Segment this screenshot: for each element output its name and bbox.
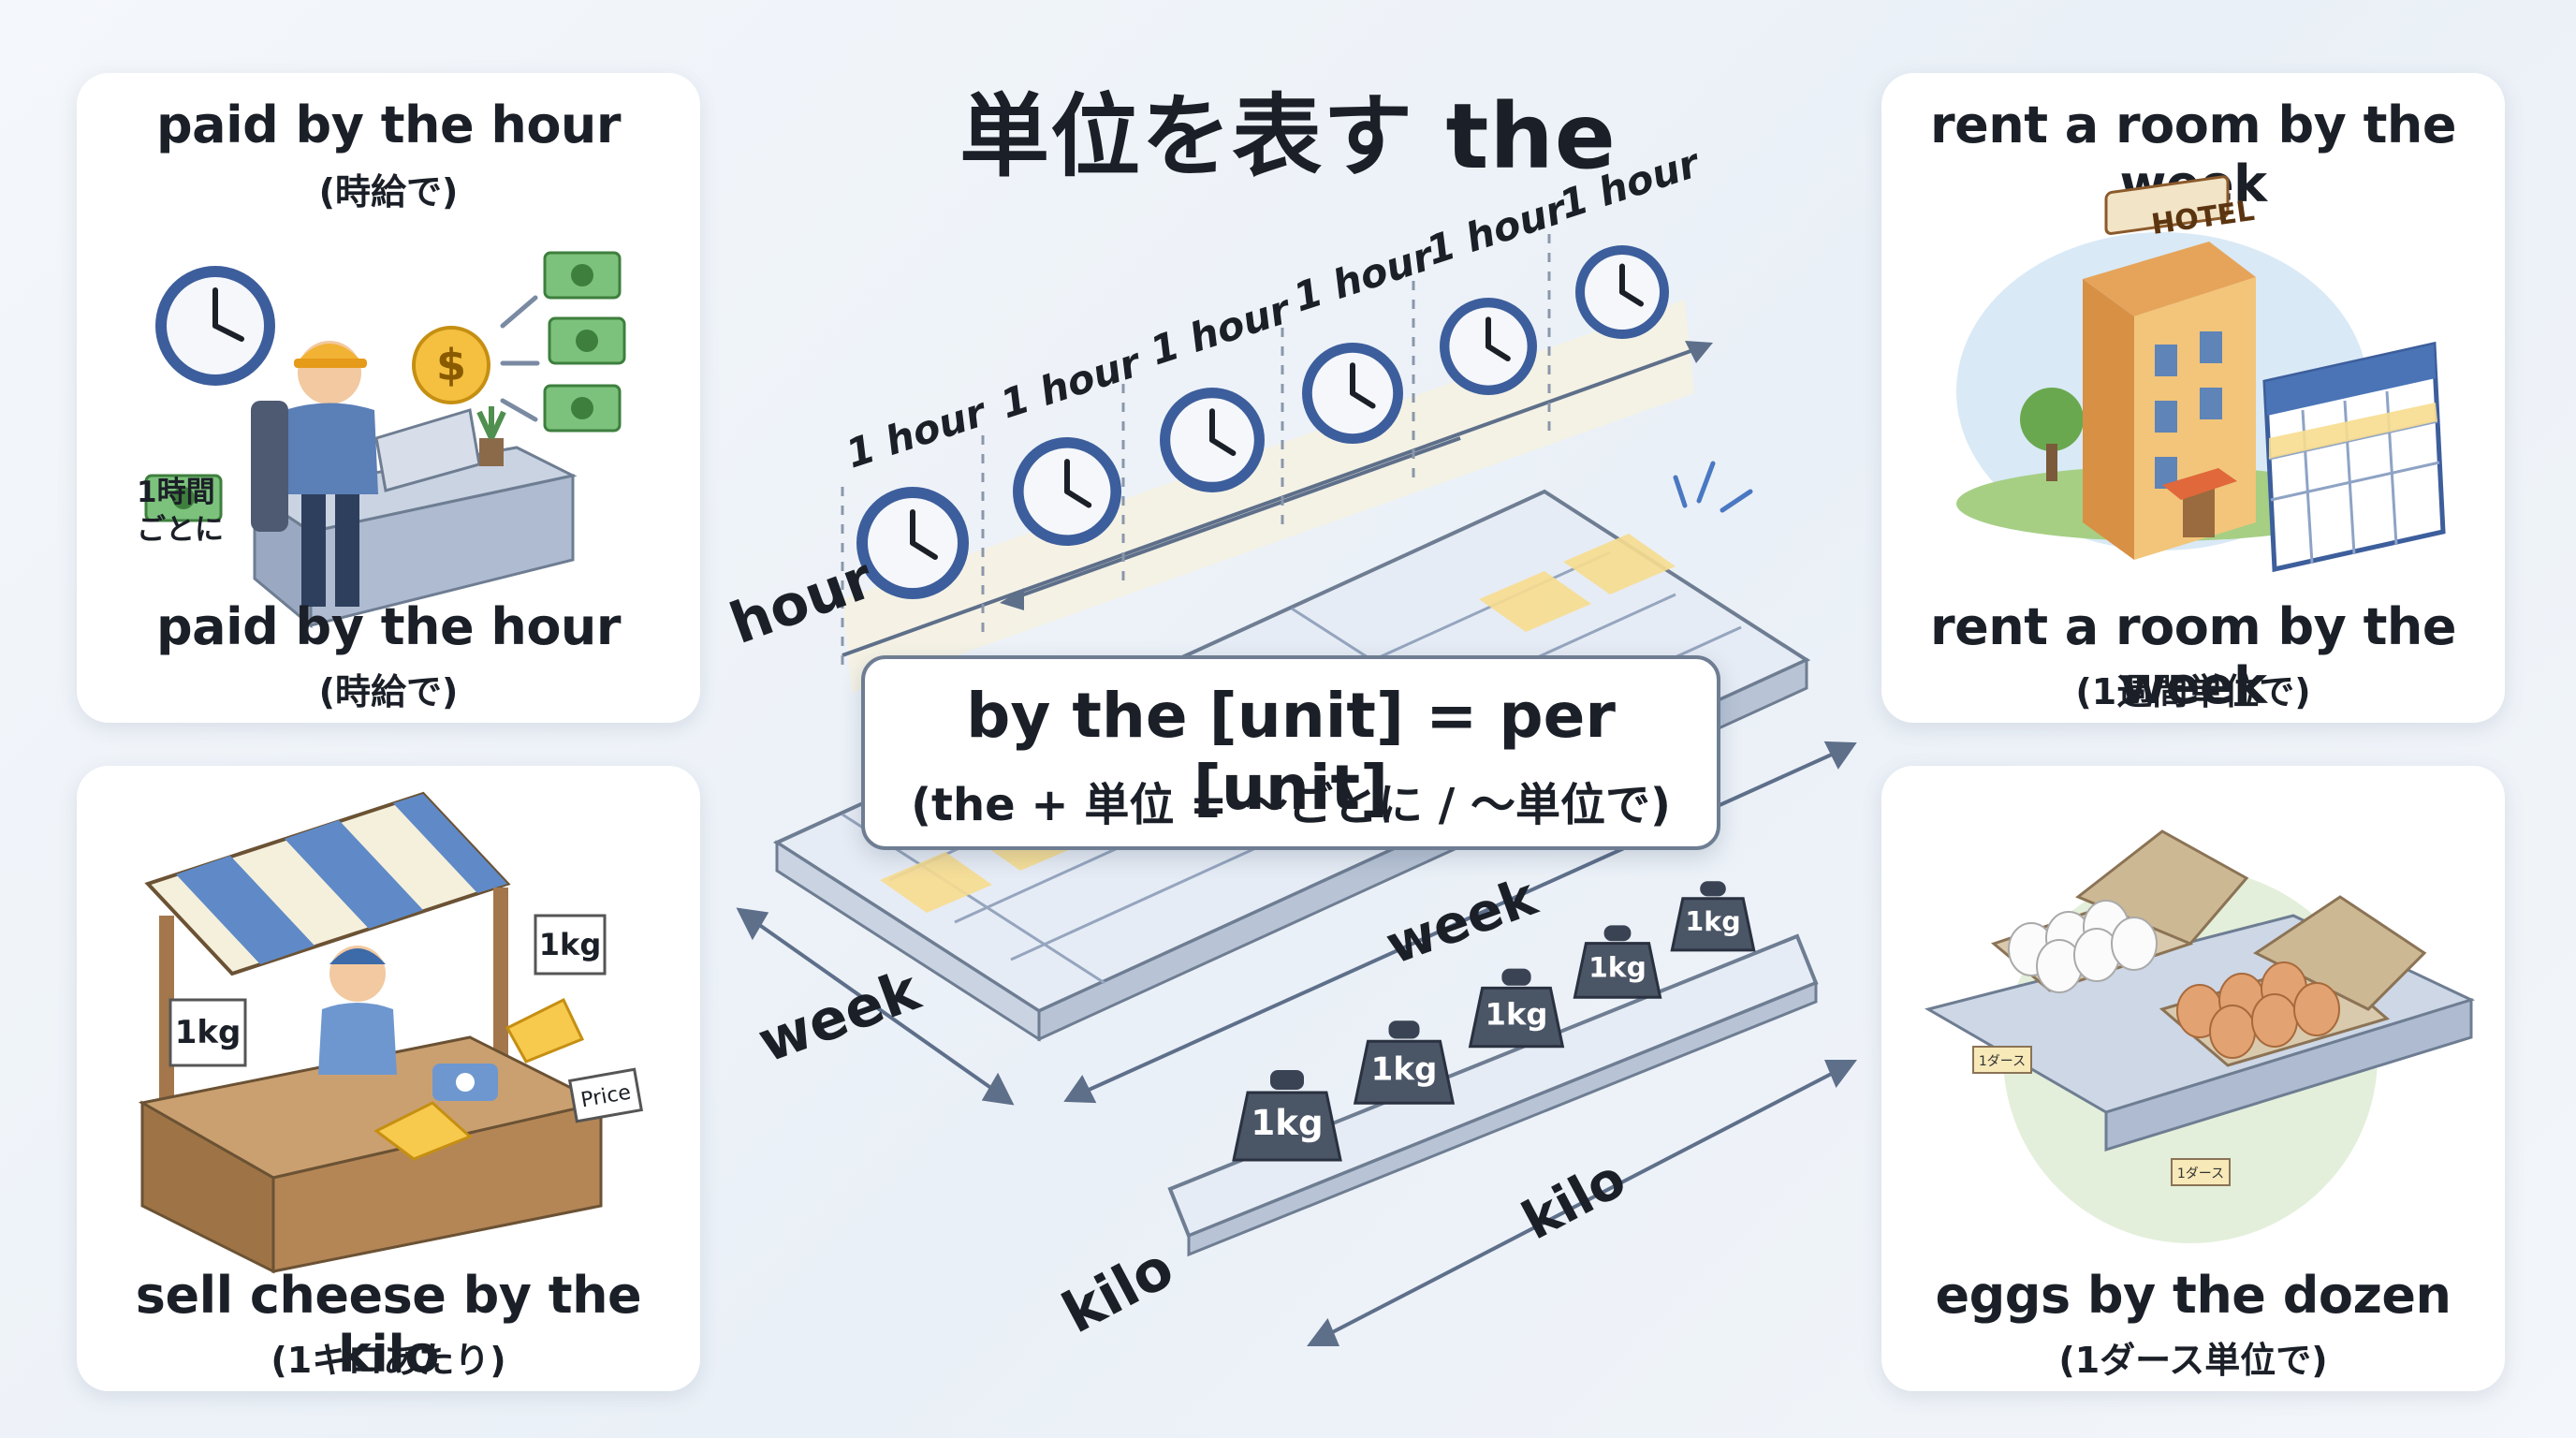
clock-4 (1302, 343, 1403, 444)
clock-5 (1440, 298, 1537, 395)
clock-icon (155, 266, 275, 386)
formula-sub: (the + 単位 = 〜ごとに / 〜単位で) (911, 779, 1671, 831)
kg-sign (168, 998, 247, 1067)
timeline-arrowhead (1685, 341, 1713, 363)
scale-icon (432, 1064, 498, 1101)
shelf-tag-2-text: 1ダース (2177, 1167, 2224, 1181)
weight-3: 1kg (1468, 968, 1565, 1049)
kilo-axis-label-left: kilo (1052, 1235, 1184, 1346)
clock-6 (1575, 245, 1669, 339)
hour-unit-label-1: 1 hour (841, 389, 993, 477)
shelf-tag-2 (2171, 1158, 2231, 1186)
weight-platform (1167, 933, 1819, 1257)
card-hour-bottom-subtitle: (時給で) (318, 671, 459, 712)
weight-label-3: 1kg (1486, 996, 1548, 1032)
formula-box: by the [unit] = per [unit] (the + 単位 = 〜… (861, 655, 1720, 850)
card-paid-by-hour: paid by the hour (時給で) $ (77, 73, 700, 723)
kg-sign-2-text: 1kg (539, 927, 601, 962)
card-eggs-by-dozen: 1ダース 1ダース eggs by the dozen (1ダース単位で) (1881, 766, 2505, 1391)
card-week-top-title: rent a room by the week (1930, 95, 2456, 213)
card-dozen-bottom-subtitle: (1ダース単位で) (2058, 1340, 2328, 1381)
weight-label-2: 1kg (1371, 1051, 1438, 1089)
dollar-coin-icon: $ (412, 326, 490, 404)
hotel-illustration: HOTEL (1956, 175, 2446, 573)
card-kilo-bottom-subtitle: (1キロあたり) (271, 1340, 506, 1381)
clock-2 (1013, 437, 1121, 546)
egg-carton-brown (2159, 895, 2427, 1067)
side-note-line1: 1時間 (137, 476, 215, 509)
card-hour-top-subtitle: (時給で) (318, 171, 459, 213)
clock-series (856, 245, 1669, 599)
card-hour-top-title: paid by the hour (155, 95, 622, 154)
calendar-icon (2262, 341, 2446, 573)
timeline-arrow (842, 345, 1705, 657)
egg-carton-white (1990, 829, 2249, 993)
worker-illustration: $ (144, 251, 626, 629)
card-week-bottom-subtitle: (1週間単位で) (2075, 671, 2311, 712)
hour-unit-label-4: 1 hour (1288, 232, 1441, 321)
timeline-band (842, 300, 1694, 693)
card-kilo-bottom-title: sell cheese by the kilo (135, 1266, 642, 1384)
market-stall-illustration: 1kg 1kg Price (138, 791, 644, 1274)
weight-4: 1kg (1573, 925, 1662, 999)
hotel-icon (2083, 175, 2256, 560)
svg-text:$: $ (436, 340, 466, 390)
eggs-illustration: 1ダース 1ダース (1925, 829, 2476, 1243)
card-sell-by-kilo: 1kg 1kg Price sell cheese by the kilo (1… (77, 766, 700, 1391)
main-title: 単位を表す the (959, 84, 1617, 189)
cheese-icon (373, 997, 585, 1161)
price-sign (567, 1067, 644, 1123)
clock-1 (856, 487, 969, 599)
weight-label-5: 1kg (1685, 906, 1740, 937)
weight-1: 1kg (1232, 1070, 1342, 1162)
shelf-tag-1-text: 1ダース (1979, 1054, 2026, 1069)
week-axis-label-right: week (1379, 866, 1546, 976)
hour-unit-label-3: 1 hour (1145, 286, 1297, 374)
hour-unit-label-5: 1 hour (1421, 185, 1573, 274)
clock-3 (1160, 388, 1265, 492)
side-note-line2: ごとに (137, 513, 224, 547)
shelf-tag-1 (1972, 1046, 2032, 1074)
awning-icon (144, 791, 511, 976)
formula-main: by the [unit] = per [unit] (966, 680, 1616, 824)
card-week-bottom-title: rent a room by the week (1930, 597, 2456, 715)
hour-dividers (841, 234, 1551, 674)
hour-axis-label: hour (722, 546, 882, 657)
kg-sign-2 (534, 914, 607, 976)
kilo-axis-label-right: kilo (1513, 1148, 1635, 1252)
hour-unit-label-2: 1 hour (995, 339, 1148, 428)
timeline-back-arrow (1010, 436, 1461, 601)
sparkle-marks (1673, 461, 1753, 513)
card-rent-by-week: rent a room by the week HOTEL (1881, 73, 2505, 723)
weight-5: 1kg (1670, 881, 1756, 952)
kilo-arrow (1307, 1060, 1857, 1346)
weight-label-1: 1kg (1251, 1102, 1323, 1143)
card-dozen-bottom-title: eggs by the dozen (1935, 1266, 2452, 1325)
weight-2: 1kg (1353, 1020, 1456, 1105)
week-axis-label-left: week (750, 957, 929, 1076)
weight-series: 1kg 1kg 1kg 1kg 1kg (1232, 881, 1756, 1162)
money-icon (144, 251, 626, 522)
card-hour-bottom-title: paid by the hour (155, 597, 622, 656)
weight-label-4: 1kg (1588, 952, 1647, 985)
kg-sign-text: 1kg (175, 1014, 242, 1051)
